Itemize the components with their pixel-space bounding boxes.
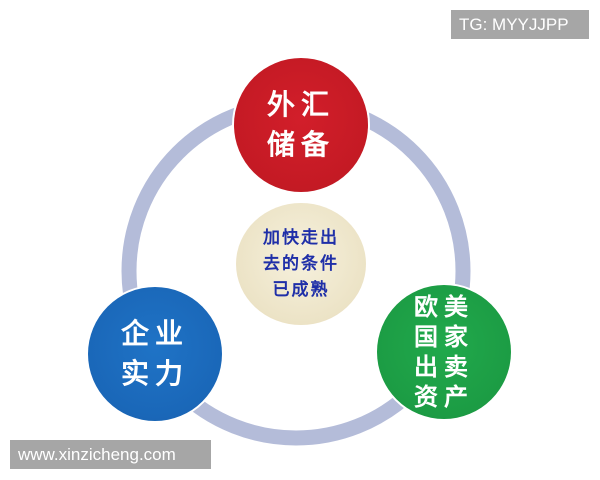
node-label-line: 储备 [266, 128, 335, 161]
watermark-top-right: TG: MYYJJPP [451, 10, 589, 39]
node-label-line: 外汇 [266, 88, 335, 121]
node-label-line: 国家 [414, 322, 474, 351]
node-foreign-exchange-reserves: 外汇 储备 [234, 58, 368, 192]
node-label-line: 欧美 [414, 292, 474, 321]
watermark-bottom-left: www.xinzicheng.com [10, 440, 211, 469]
node-label-line: 资产 [414, 382, 474, 411]
node-enterprise-strength: 企业 实力 [88, 287, 222, 421]
center-conclusion: 加快走出 去的条件 已成熟 [236, 203, 366, 325]
node-label-line: 实力 [120, 357, 189, 390]
center-label-line: 去的条件 [263, 254, 339, 274]
node-label-line: 出卖 [414, 352, 474, 381]
center-label-line: 加快走出 [263, 228, 339, 248]
node-western-assets-for-sale: 欧美 国家 出卖 资产 [377, 285, 511, 419]
node-label-line: 企业 [120, 317, 189, 350]
center-label-line: 已成熟 [272, 280, 330, 300]
